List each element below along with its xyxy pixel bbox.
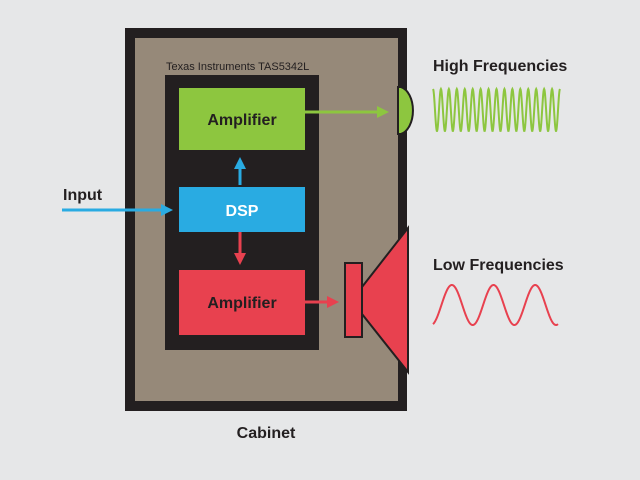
dsp-label: DSP (226, 203, 259, 220)
low-frequency-wave (432, 283, 559, 327)
amplifier-low-block (179, 270, 305, 335)
high-frequency-wave (432, 86, 561, 132)
dsp-block (179, 187, 305, 232)
amplifier-high-block (179, 88, 305, 150)
amplifier-high-label: Amplifier (207, 112, 276, 129)
woofer-magnet-icon (344, 262, 363, 338)
cabinet-label: Cabinet (237, 425, 296, 442)
tweeter-icon (397, 86, 414, 135)
chip-label: Texas Instruments TAS5342L (166, 61, 309, 73)
high-frequencies-label: High Frequencies (433, 58, 567, 75)
input-label: Input (63, 187, 103, 204)
amplifier-low-label: Amplifier (207, 295, 276, 312)
low-frequencies-label: Low Frequencies (433, 257, 564, 274)
